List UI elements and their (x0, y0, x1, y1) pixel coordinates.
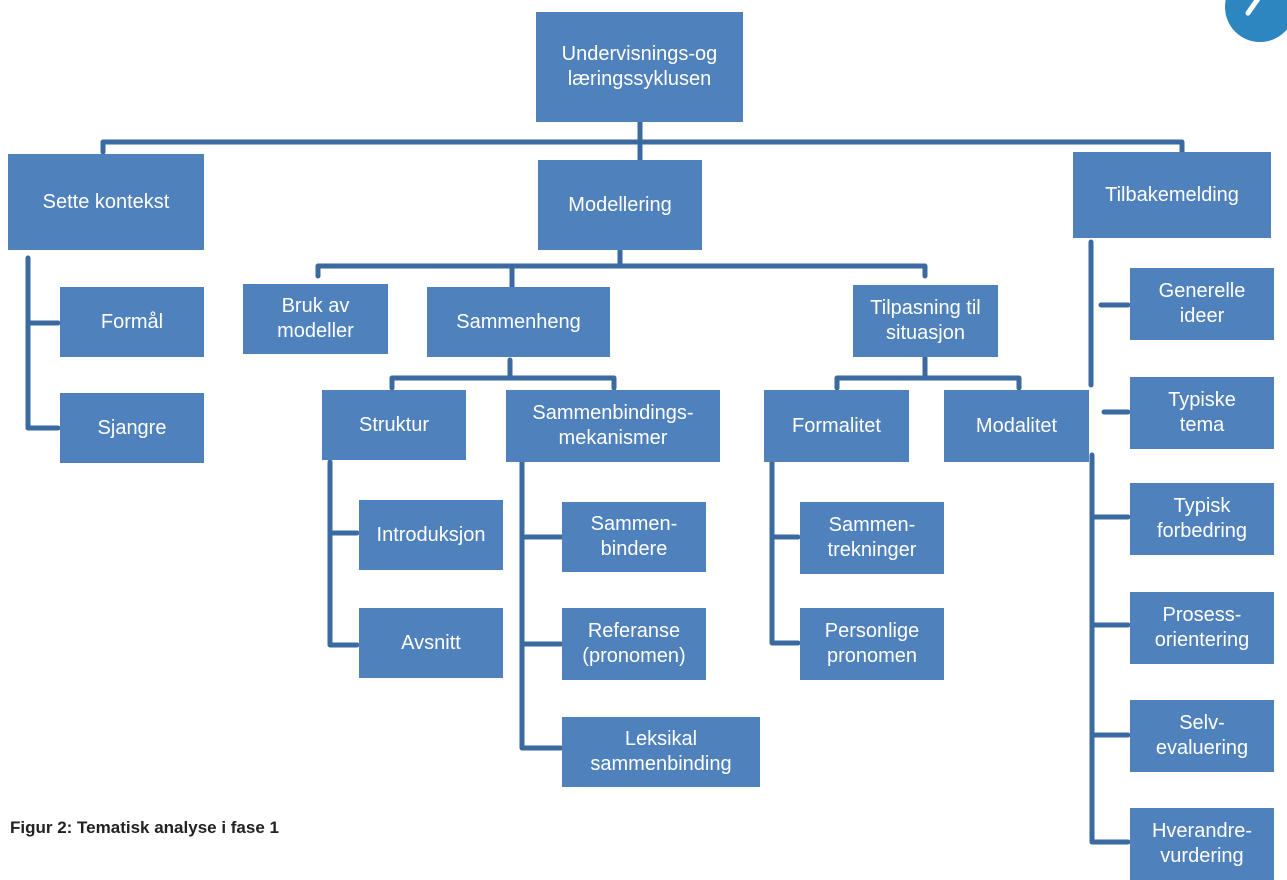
connector-formalitet (769, 459, 801, 646)
connector-tilbakemelding-3 (1089, 452, 1131, 845)
node-introduksjon: Introduksjon (359, 500, 503, 570)
node-root: Undervisnings-og læringssyklusen (536, 12, 743, 122)
node-prosessorientering: Prosess- orientering (1130, 592, 1274, 664)
connector-tilbakemelding-2 (1098, 302, 1131, 415)
connector-root (100, 119, 1185, 163)
node-typisk-forbedring: Typisk forbedring (1130, 483, 1274, 555)
node-formal: Formål (60, 287, 204, 357)
node-tilpasning: Tilpasning til situasjon (853, 285, 998, 357)
node-personlige-pronomen: Personlige pronomen (800, 608, 944, 680)
node-struktur: Struktur (322, 390, 466, 460)
node-bruk-av-modeller: Bruk av modeller (243, 284, 388, 354)
connector-struktur (327, 459, 360, 648)
connector-sette-kontekst (25, 255, 61, 431)
connector-tilpasning (834, 355, 1022, 391)
node-sammenheng: Sammenheng (427, 287, 610, 357)
node-sammenbindingsmekanismer: Sammenbindings- mekanismer (506, 390, 720, 462)
figure-caption: Figur 2: Tematisk analyse i fase 1 (10, 818, 279, 837)
node-formalitet: Formalitet (764, 390, 909, 462)
connector-sammenheng (389, 357, 617, 391)
node-sammentrekninger: Sammen- trekninger (800, 502, 944, 574)
node-sette-kontekst: Sette kontekst (8, 154, 204, 250)
node-typiske-tema: Typiske tema (1130, 377, 1274, 449)
node-selvevaluering: Selv- evaluering (1130, 700, 1274, 772)
node-generelle-ideer: Generelle ideer (1130, 268, 1274, 340)
node-sammenbindere: Sammen- bindere (562, 502, 706, 572)
node-leksikal: Leksikal sammenbinding (562, 717, 760, 787)
node-hverandrevurdering: Hverandre- vurdering (1130, 808, 1274, 880)
connector-modellering (315, 247, 928, 291)
node-modellering: Modellering (538, 160, 702, 250)
node-sjangre: Sjangre (60, 393, 204, 463)
node-referanse: Referanse (pronomen) (562, 608, 706, 680)
node-tilbakemelding: Tilbakemelding (1073, 152, 1271, 238)
node-modalitet: Modalitet (944, 390, 1089, 462)
connector-sammenbinding (519, 459, 564, 751)
node-avsnitt: Avsnitt (359, 608, 503, 678)
